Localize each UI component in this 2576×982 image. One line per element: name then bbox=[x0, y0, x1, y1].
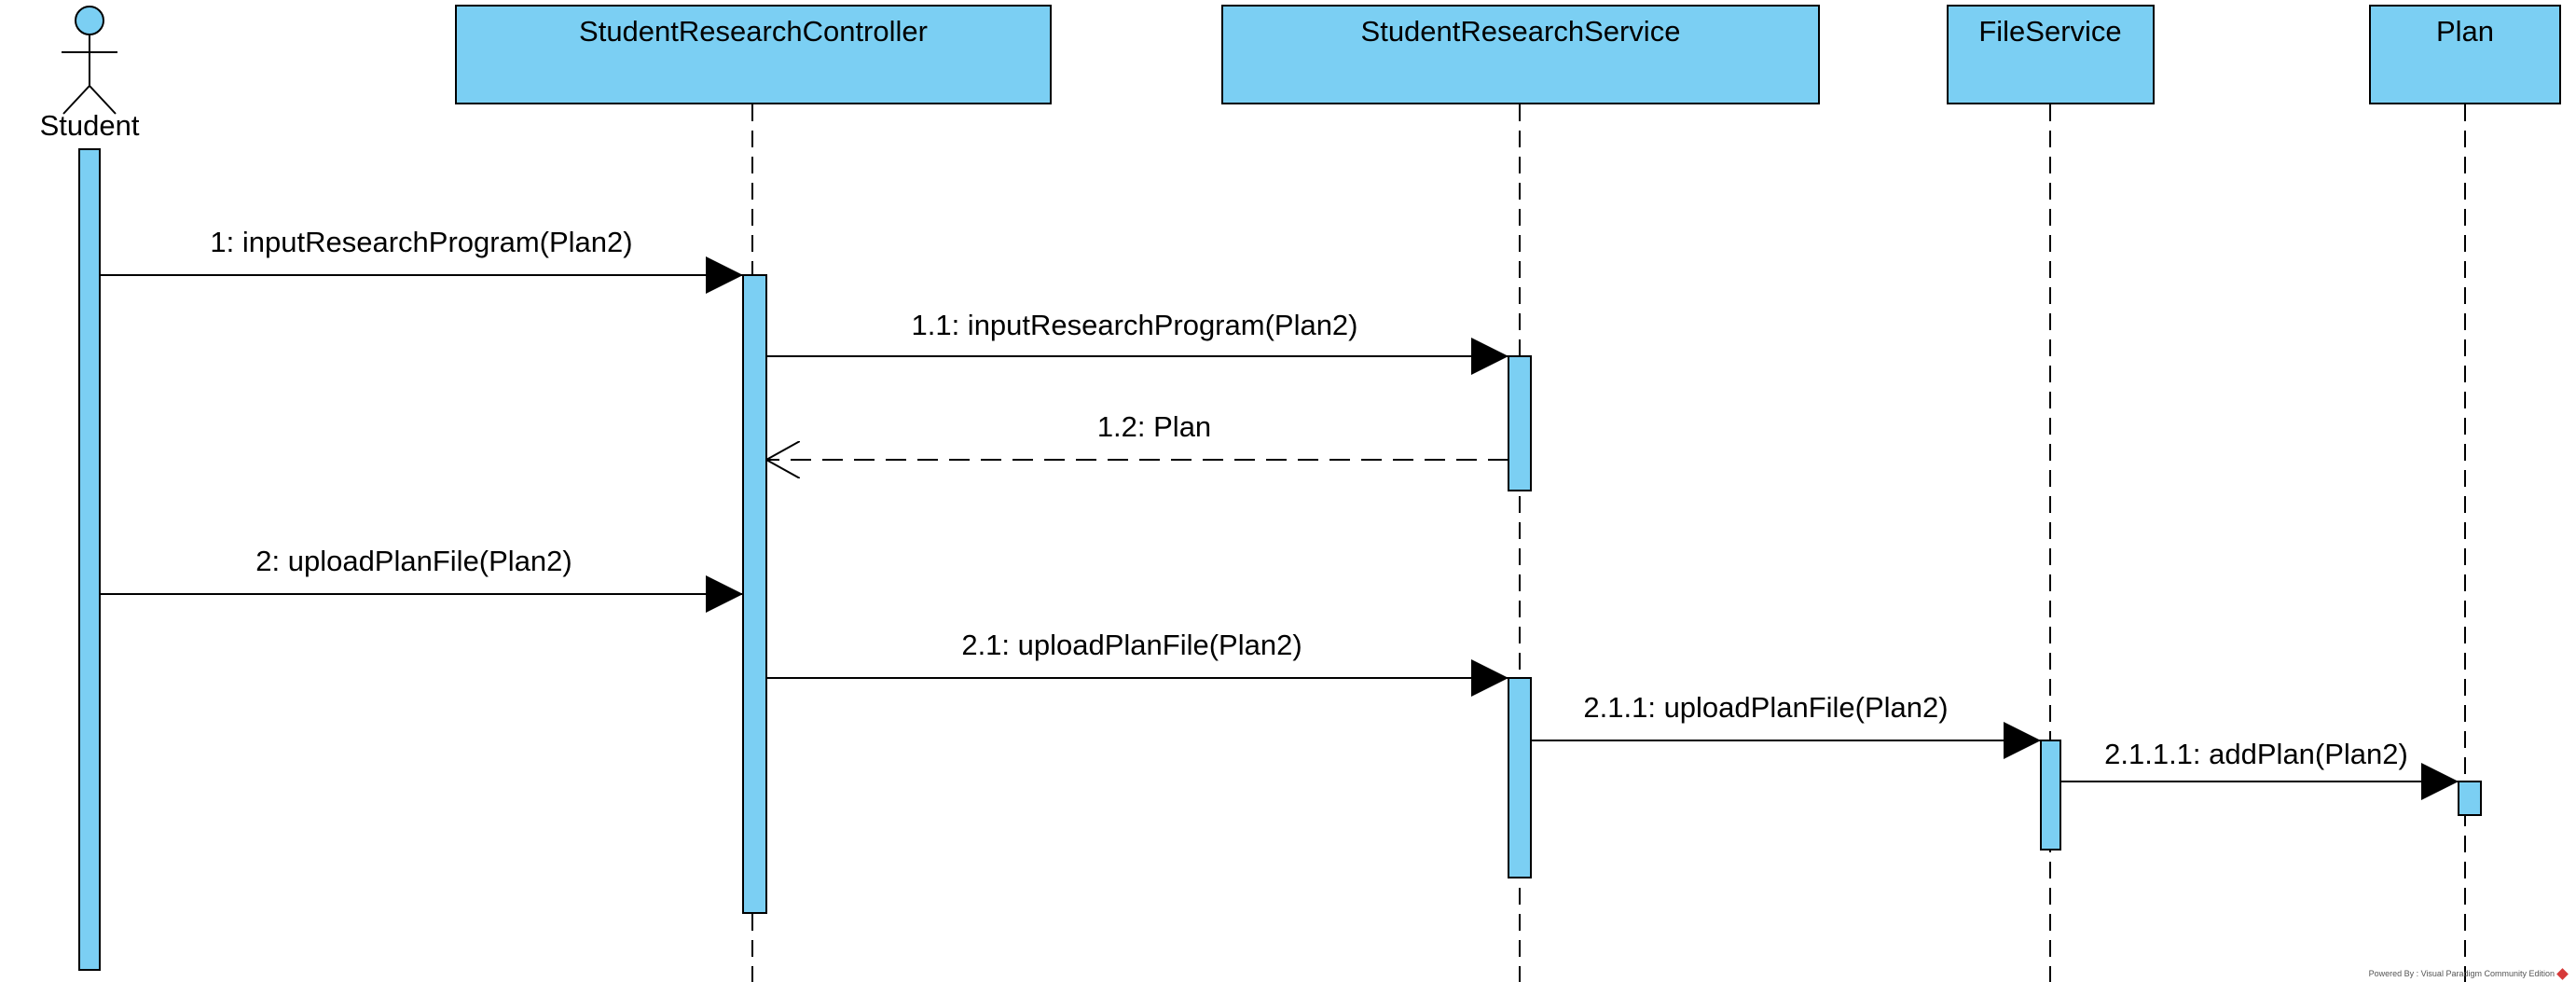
message-label: 2.1.1: uploadPlanFile(Plan2) bbox=[1583, 691, 1948, 724]
actor-name: Student bbox=[40, 109, 140, 142]
actor-student[interactable]: Student bbox=[40, 6, 140, 142]
lifeline-header-box bbox=[1947, 5, 2155, 104]
lifeline-header-box bbox=[1221, 5, 1820, 104]
message-2-1-1[interactable]: 2.1.1: uploadPlanFile(Plan2) bbox=[1531, 691, 2041, 759]
lifeline-plan[interactable]: Plan bbox=[2369, 5, 2561, 982]
message-1-1[interactable]: 1.1: inputResearchProgram(Plan2) bbox=[766, 309, 1508, 375]
message-label: 1.2: Plan bbox=[1097, 410, 1211, 443]
lifeline-file-service[interactable]: FileService bbox=[1947, 5, 2155, 982]
lifeline-header-box bbox=[455, 5, 1052, 104]
lifeline-name: StudentResearchController bbox=[579, 15, 928, 48]
watermark-text: Powered By : Visual Paradigm Community E… bbox=[2368, 969, 2555, 978]
lifeline-name: FileService bbox=[1978, 15, 2121, 48]
message-label: 2.1.1.1: addPlan(Plan2) bbox=[2104, 738, 2408, 770]
message-label: 2: uploadPlanFile(Plan2) bbox=[255, 545, 572, 577]
message-label: 1.1: inputResearchProgram(Plan2) bbox=[911, 309, 1357, 341]
activation-bar-plan bbox=[2458, 781, 2482, 816]
visual-paradigm-logo-icon bbox=[2556, 967, 2569, 980]
lifeline-name: Plan bbox=[2436, 15, 2494, 48]
activation-bar-file-service bbox=[2040, 740, 2061, 851]
message-label: 2.1: uploadPlanFile(Plan2) bbox=[961, 629, 1302, 661]
watermark: Powered By : Visual Paradigm Community E… bbox=[2368, 967, 2569, 980]
message-1-2-return[interactable]: 1.2: Plan bbox=[766, 410, 1508, 460]
lifeline-header-box bbox=[2369, 5, 2561, 104]
activation-bar-controller bbox=[742, 274, 767, 914]
message-1[interactable]: 1: inputResearchProgram(Plan2) bbox=[100, 226, 743, 294]
lifeline-name: StudentResearchService bbox=[1361, 15, 1681, 48]
message-2-1-1-1[interactable]: 2.1.1.1: addPlan(Plan2) bbox=[2060, 738, 2459, 800]
message-label: 1: inputResearchProgram(Plan2) bbox=[210, 226, 632, 258]
actor-activation-bar bbox=[78, 148, 101, 971]
message-2-1[interactable]: 2.1: uploadPlanFile(Plan2) bbox=[766, 629, 1508, 697]
message-2[interactable]: 2: uploadPlanFile(Plan2) bbox=[100, 545, 743, 613]
actor-stick-figure-icon bbox=[62, 6, 117, 115]
activation-bar-service-2 bbox=[1508, 677, 1532, 878]
activation-bar-service-1 bbox=[1508, 355, 1532, 491]
